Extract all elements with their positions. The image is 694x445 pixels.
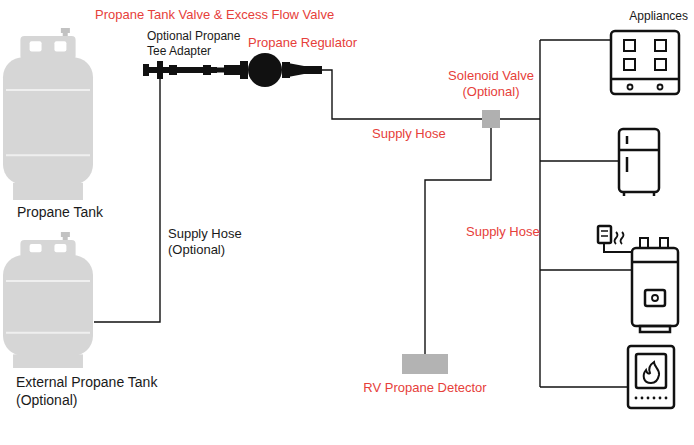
stove-icon-part [628, 85, 633, 90]
propane-tank-part [30, 41, 42, 51]
propane-regulator-part [302, 66, 322, 74]
water-heater-icon [598, 226, 678, 332]
fridge-icon-part [619, 129, 659, 192]
propane-tank-part [13, 183, 83, 200]
propane-regulator-part [248, 53, 282, 87]
propane-regulator: Propane Regulator [224, 53, 322, 87]
stove-icon-part [624, 59, 635, 70]
supply-hose [217, 68, 224, 73]
water-heater-icon-part [615, 232, 624, 244]
fridge-icon-part [623, 192, 626, 196]
fridge-icon-part [626, 136, 629, 144]
furnace-icon-part [644, 362, 659, 383]
edge-label: Supply Hose (Optional) [168, 226, 252, 259]
furnace-icon-part [636, 354, 666, 388]
external-propane-tank-part [30, 244, 42, 252]
external-propane-tank-shape [2, 232, 94, 368]
furnace-vent-part [653, 397, 656, 400]
node-label: Propane Regulator [248, 35, 357, 51]
node-label: Propane Tank [10, 204, 110, 222]
water-heater-icon-part [645, 290, 665, 306]
external-propane-tank-part [6, 280, 90, 282]
appliances-heading: Appliances [629, 9, 688, 24]
appliance-supply-lines-part [540, 269, 632, 270]
propane-tank-part [6, 89, 90, 91]
propane-tank-part [54, 41, 66, 51]
fridge-icon-part [653, 192, 656, 196]
furnace-vent-part [665, 397, 668, 400]
appliance-supply-lines-part [500, 118, 540, 119]
stove-icon-part [655, 40, 666, 51]
supply-hose [94, 79, 160, 322]
tee-adapter-part [203, 65, 211, 75]
water-heater-icon-part [632, 261, 678, 264]
furnace-vent-part [635, 397, 638, 400]
stove-icon-part [655, 59, 666, 70]
appliance-supply-lines-part [540, 386, 628, 387]
external-propane-tank-part [6, 332, 90, 334]
tee-adapter-part [169, 65, 177, 75]
furnace-icon-part [628, 346, 674, 408]
propane-detector-shape [402, 354, 448, 374]
appliance-supply-lines-part [540, 160, 619, 161]
appliance-supply-lines-part [539, 40, 540, 387]
furnace-icon [628, 346, 674, 408]
furnace-vent-part [641, 397, 644, 400]
water-heater-icon-part [632, 248, 678, 326]
solenoid-valve: Solenoid Valve (Optional) [482, 110, 500, 128]
node-label: Solenoid Valve (Optional) [443, 68, 539, 101]
water-heater-icon-part [640, 238, 668, 248]
propane-tank-part [6, 154, 90, 156]
external-propane-tank-part [13, 354, 83, 368]
valve-label: Propane Tank Valve & Excess Flow Valve [95, 7, 334, 23]
external-propane-tank: External Propane Tank (Optional) [2, 232, 94, 368]
propane-tank-part [3, 57, 93, 184]
solenoid-valve-shape [482, 110, 500, 128]
node-label: Optional Propane Tee Adapter [147, 29, 247, 59]
furnace-vent-part [647, 397, 650, 400]
fridge-icon [619, 129, 659, 196]
supply-hose-label: Supply Hose [466, 224, 540, 240]
water-heater-icon-part [601, 235, 608, 237]
propane-regulator-part [288, 63, 304, 77]
supply-hose [425, 128, 491, 354]
node-label: External Propane Tank (Optional) [16, 374, 178, 409]
water-heater-icon-part [652, 295, 658, 301]
propane-tank-shape [2, 28, 94, 200]
furnace-vent-part [659, 397, 662, 400]
fridge-icon-part [626, 157, 629, 172]
external-propane-tank-part [54, 244, 66, 252]
propane-regulator-part [240, 61, 248, 79]
water-heater-icon-part [601, 230, 608, 232]
edge-label: Supply Hose [372, 126, 446, 142]
appliance-supply-lines-part [540, 39, 611, 40]
stove-icon [611, 31, 679, 94]
water-heater-icon-part [598, 226, 611, 243]
fridge-icon-part [619, 149, 659, 152]
propane-detector-part [402, 354, 448, 374]
propane-detector: RV Propane Detector [402, 354, 448, 374]
propane-tank-part [20, 36, 75, 60]
stove-icon-part [658, 85, 663, 90]
water-heater-icon-part [604, 243, 632, 252]
water-heater-icon-part [640, 326, 670, 332]
stove-icon-part [611, 31, 679, 94]
tee-adapter: Optional Propane Tee Adapter [143, 61, 217, 79]
furnace-vent [635, 397, 668, 400]
propane-regulator-shape [224, 53, 322, 87]
stove-icon-part [611, 78, 679, 81]
stove-icon-part [624, 40, 635, 51]
solenoid-valve-part [482, 110, 500, 128]
tee-adapter-shape [143, 61, 217, 79]
propane-tank: Propane Tank [2, 28, 94, 200]
external-propane-tank-part [3, 255, 93, 356]
tee-adapter-part [157, 61, 163, 79]
node-label: RV Propane Detector [360, 380, 490, 396]
